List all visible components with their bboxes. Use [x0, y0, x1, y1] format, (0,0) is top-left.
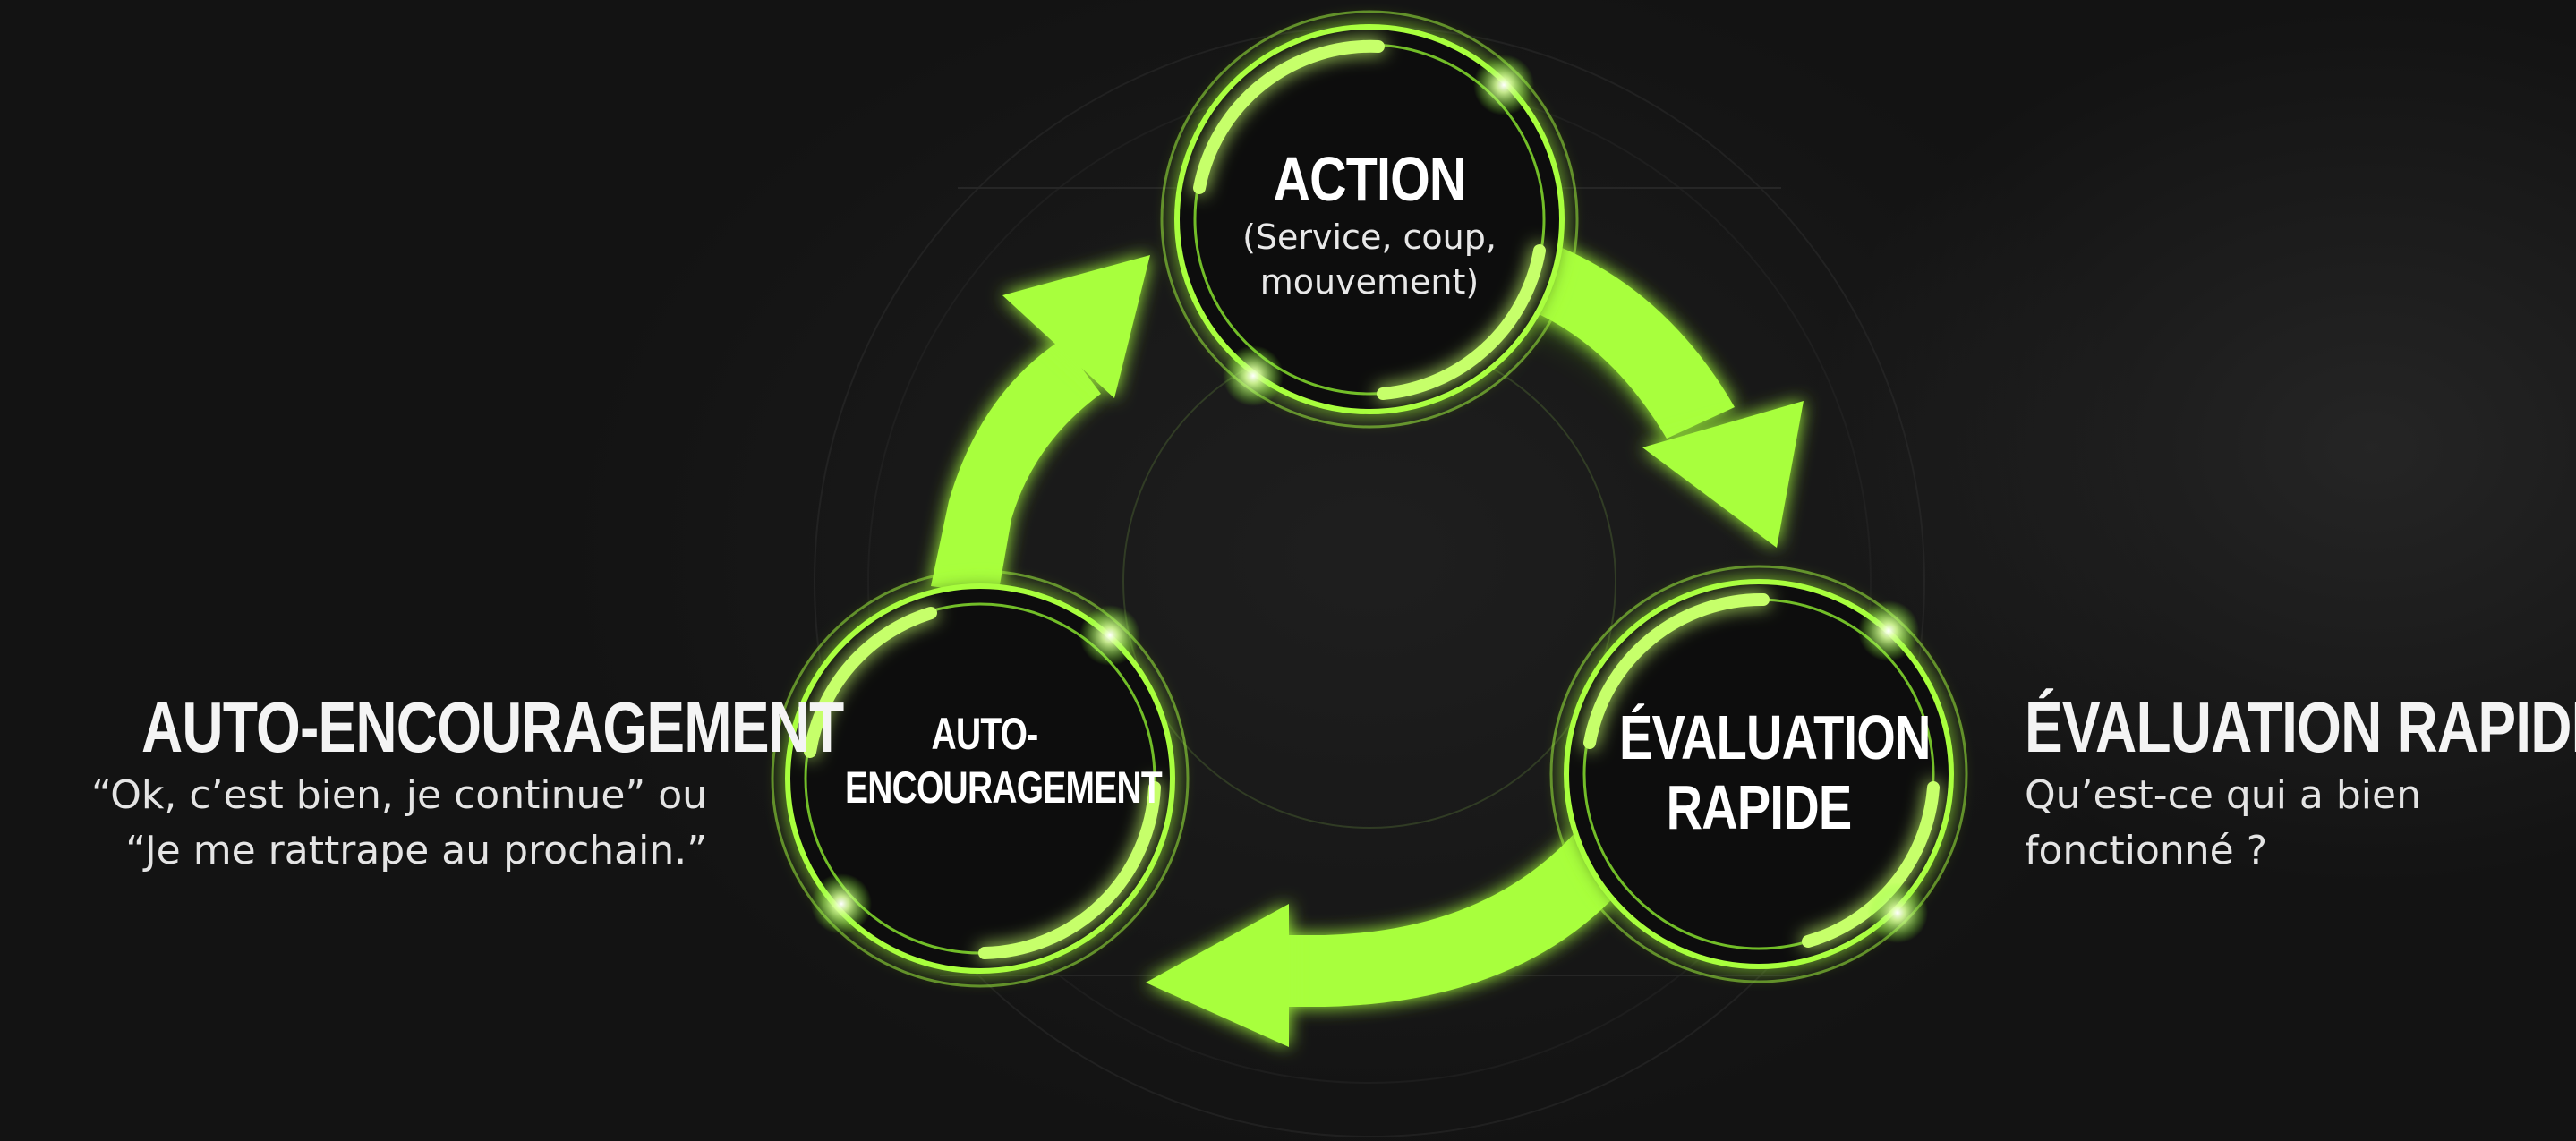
right-panel-line-2: fonctionné ? — [2025, 828, 2268, 873]
arrow-action-to-evaluation — [1522, 242, 1804, 548]
node-auto-circle — [771, 569, 1190, 988]
arrow-evaluation-to-auto — [1146, 832, 1625, 1047]
arrow-auto-to-action — [931, 255, 1150, 595]
cycle-arrows — [931, 242, 1804, 1047]
node-evaluation-title-line-2: RAPIDE — [1666, 772, 1853, 842]
node-action: ACTION (Service, coup, mouvement) — [1199, 143, 1540, 304]
node-action-title: ACTION — [1273, 144, 1466, 214]
right-panel-title: ÉVALUATION RAPIDE — [2025, 687, 2576, 767]
left-panel-line-1: “Ok, c’est bien, je continue” ou — [91, 772, 707, 818]
right-panel-line-1: Qu’est-ce qui a bien — [2025, 772, 2421, 818]
left-panel-title: AUTO-ENCOURAGEMENT — [141, 687, 844, 767]
right-panel: ÉVALUATION RAPIDE Qu’est-ce qui a bien f… — [2025, 687, 2576, 879]
node-evaluation: ÉVALUATION RAPIDE — [1584, 702, 1933, 842]
node-action-subtitle-line-2: mouvement) — [1259, 262, 1480, 302]
node-auto-title-line-2: ENCOURAGEMENT — [845, 762, 1163, 813]
node-action-circle — [1160, 10, 1579, 429]
left-panel-line-2: “Je me rattrape au prochain.” — [125, 828, 707, 873]
node-action-subtitle-line-1: (Service, coup, — [1242, 217, 1497, 257]
node-evaluation-circle — [1549, 565, 1968, 983]
node-auto: AUTO- ENCOURAGEMENT — [806, 707, 1164, 814]
left-panel: AUTO-ENCOURAGEMENT “Ok, c’est bien, je c… — [0, 687, 844, 879]
node-evaluation-title-line-1: ÉVALUATION — [1619, 702, 1931, 772]
node-auto-title-line-1: AUTO- — [931, 709, 1039, 759]
